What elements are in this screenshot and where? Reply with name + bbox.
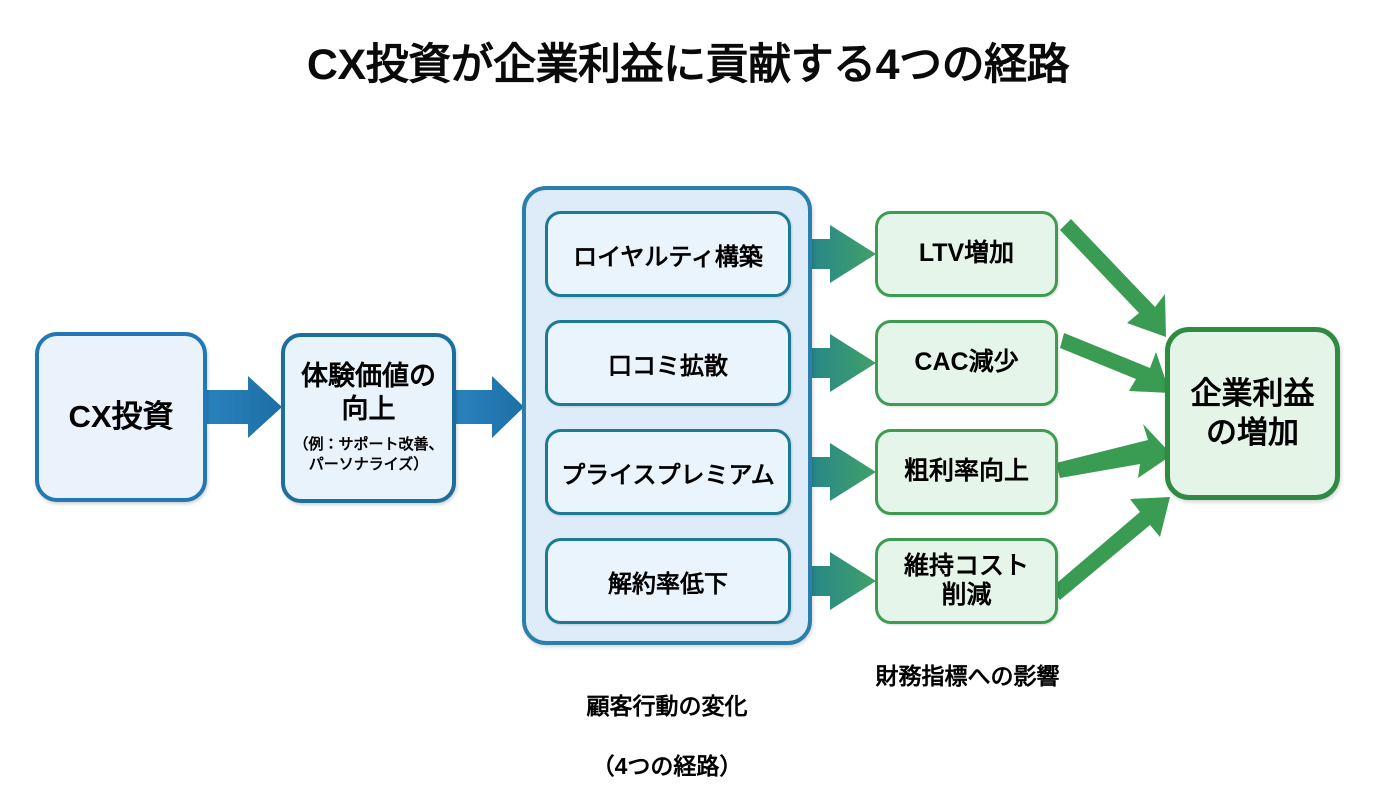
caption-customer-behavior: 顧客行動の変化 （4つの経路）: [527, 662, 807, 811]
node-profit-increase[interactable]: 企業利益 の増加: [1165, 327, 1340, 500]
arrow-financial-to-outcome-4: [1051, 497, 1170, 600]
node-profit-increase-label-line2: の増加: [1206, 414, 1299, 450]
arrow-start-to-second: [206, 376, 282, 438]
arrow-financial-to-outcome-2: [1060, 333, 1170, 393]
node-cx-investment[interactable]: CX投資: [35, 332, 207, 502]
node-behavior-2-label: 口コミ拡散: [608, 352, 728, 380]
node-financial-3[interactable]: 粗利率向上: [875, 429, 1058, 515]
node-cx-investment-label: CX投資: [68, 399, 174, 435]
diagram-canvas: CX投資が企業利益に貢献する4つの経路: [35, 41, 1340, 779]
arrow-financial-to-outcome-3: [1056, 424, 1172, 478]
node-behavior-4[interactable]: 解約率低下: [545, 538, 791, 624]
node-financial-3-label-line1: 粗利率向上: [903, 457, 1029, 486]
node-experience-value[interactable]: 体験価値の 向上 （例：サポート改善、 パーソナライズ）: [281, 333, 456, 503]
caption-financial-impact: 財務指標への影響: [875, 663, 1060, 689]
arrow-second-to-group: [456, 376, 524, 438]
node-financial-2-label-line1: CAC減少: [914, 348, 1019, 377]
node-behavior-4-label: 解約率低下: [608, 570, 728, 598]
node-profit-increase-label-line1: 企業利益: [1190, 376, 1315, 412]
node-financial-2[interactable]: CAC減少: [875, 320, 1058, 406]
node-financial-4-label-line1: 維持コスト: [903, 551, 1029, 580]
node-behavior-1-label: ロイヤルティ構築: [573, 243, 763, 271]
node-behavior-3-label: プライスプレミアム: [561, 461, 775, 489]
node-financial-1[interactable]: LTV増加: [875, 211, 1058, 297]
node-financial-4-label-line2: 削減: [941, 581, 992, 609]
node-experience-value-note-line1: （例：サポート改善、: [293, 436, 444, 454]
node-financial-1-label-line1: LTV増加: [918, 239, 1015, 268]
arrow-financial-to-outcome-1: [1060, 219, 1166, 337]
caption-customer-behavior-line2: （4つの経路）: [591, 752, 743, 779]
node-experience-value-label-line1: 体験価値の: [301, 361, 436, 392]
node-experience-value-note-line2: パーソナライズ）: [308, 456, 429, 474]
node-experience-value-label-line2: 向上: [341, 394, 396, 425]
page-title: CX投資が企業利益に貢献する4つの経路: [306, 41, 1070, 89]
node-financial-4[interactable]: 維持コスト 削減: [875, 538, 1058, 624]
node-behavior-2[interactable]: 口コミ拡散: [545, 320, 791, 406]
caption-customer-behavior-line1: 顧客行動の変化: [586, 692, 748, 719]
node-behavior-1[interactable]: ロイヤルティ構築: [545, 211, 791, 297]
node-behavior-3[interactable]: プライスプレミアム: [545, 429, 791, 515]
